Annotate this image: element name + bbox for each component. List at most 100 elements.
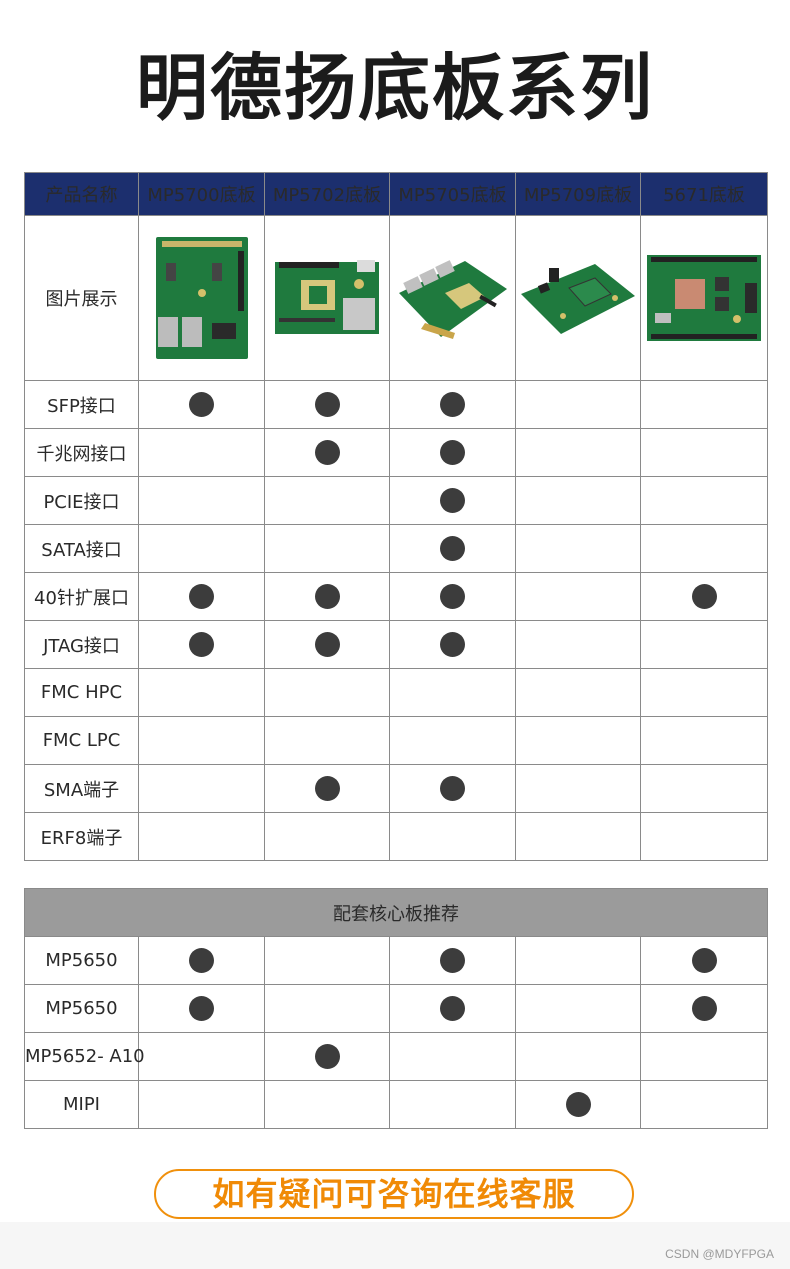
row-label: ERF8端子: [24, 812, 139, 861]
support-cell: [138, 572, 265, 621]
support-cell: [389, 1032, 516, 1081]
board-photo-mp5702: [264, 215, 390, 381]
support-dot-icon: [314, 632, 340, 657]
support-dot-icon: [314, 392, 340, 417]
support-dot-icon: [440, 584, 465, 609]
support-cell: [264, 476, 390, 525]
row-label: PCIE接口: [24, 476, 139, 525]
support-cell: [264, 668, 390, 717]
support-cell: [515, 1080, 641, 1129]
support-dot-icon: [314, 584, 340, 609]
board-photo-mp5700: [138, 215, 265, 381]
support-dot-icon: [440, 996, 465, 1021]
support-cell: [515, 620, 641, 669]
support-cell: [389, 668, 516, 717]
support-cell: [640, 812, 768, 861]
row-label: MP5650: [24, 984, 139, 1033]
support-dot-icon: [565, 1092, 591, 1117]
support-cell: [138, 1080, 265, 1129]
support-cell: [389, 524, 516, 573]
support-cell: [389, 764, 516, 813]
row-label: MIPI: [24, 1080, 139, 1129]
support-cell: [515, 1032, 641, 1081]
support-cell: [138, 380, 265, 429]
support-dot-icon: [189, 948, 214, 973]
support-cell: [389, 476, 516, 525]
support-dot-icon: [189, 392, 214, 417]
footer-band: [0, 1222, 790, 1269]
online-service-button[interactable]: 如有疑问可咨询在线客服: [154, 1169, 634, 1219]
support-cell: [640, 764, 768, 813]
row-label: FMC LPC: [24, 716, 139, 765]
row-label: SFP接口: [24, 380, 139, 429]
support-cell: [640, 716, 768, 765]
feature-row: 千兆网接口: [24, 428, 768, 477]
support-cell: [264, 812, 390, 861]
product-header: MP5702底板: [264, 172, 390, 216]
support-cell: [138, 428, 265, 477]
feature-row: SFP接口: [24, 380, 768, 429]
support-cell: [389, 936, 516, 985]
feature-row: MP5650: [24, 984, 769, 1033]
support-cell: [264, 524, 390, 573]
support-cell: [264, 764, 390, 813]
support-cell: [389, 572, 516, 621]
board-photo-icon: [521, 264, 635, 334]
product-header: 5671底板: [640, 172, 768, 216]
feature-row: ERF8端子: [24, 812, 768, 861]
support-cell: [264, 1080, 390, 1129]
support-cell: [640, 572, 768, 621]
support-cell: [639, 984, 769, 1033]
board-photo-mp5705: [389, 215, 516, 381]
support-cell: [138, 620, 265, 669]
feature-row: PCIE接口: [24, 476, 768, 525]
support-cell: [515, 524, 641, 573]
board-photo-icon: [647, 255, 761, 341]
support-dot-icon: [189, 996, 214, 1021]
row-label: FMC HPC: [24, 668, 139, 717]
feature-row: MP5650: [24, 936, 769, 985]
board-photo-icon: [398, 260, 507, 339]
board-photo-icon: [275, 260, 379, 334]
support-cell: [515, 380, 641, 429]
support-cell: [264, 1032, 390, 1081]
support-cell: [138, 1032, 265, 1081]
support-cell: [138, 764, 265, 813]
support-cell: [515, 428, 641, 477]
support-dot-icon: [314, 440, 340, 465]
row-label: MP5652- A10: [24, 1032, 145, 1081]
support-cell: [515, 668, 641, 717]
support-cell: [138, 668, 265, 717]
board-photo-icon: [155, 237, 248, 359]
support-cell: [515, 476, 641, 525]
support-cell: [640, 380, 768, 429]
support-cell: [640, 428, 768, 477]
support-cell: [138, 936, 265, 985]
support-cell: [515, 764, 641, 813]
row-label: SMA端子: [24, 764, 139, 813]
support-dot-icon: [440, 488, 465, 513]
support-dot-icon: [189, 584, 214, 609]
board-photo-5671: [640, 215, 768, 381]
row-label: 40针扩展口: [24, 572, 139, 621]
support-cell: [264, 716, 390, 765]
support-cell: [264, 984, 390, 1033]
support-cell: [515, 716, 641, 765]
board-photo-mp5709: [515, 215, 641, 381]
support-cell: [138, 476, 265, 525]
support-dot-icon: [314, 776, 340, 801]
row-label: SATA接口: [24, 524, 139, 573]
image-row: 图片展示: [24, 215, 768, 381]
feature-row: MIPI: [24, 1080, 769, 1129]
support-dot-icon: [440, 392, 465, 417]
support-dot-icon: [440, 536, 465, 561]
support-cell: [640, 524, 768, 573]
support-cell: [515, 812, 641, 861]
support-dot-icon: [440, 440, 465, 465]
support-cell: [138, 524, 265, 573]
support-cell: [640, 476, 768, 525]
support-cell: [264, 380, 390, 429]
row-label: MP5650: [24, 936, 139, 985]
support-dot-icon: [691, 996, 717, 1021]
